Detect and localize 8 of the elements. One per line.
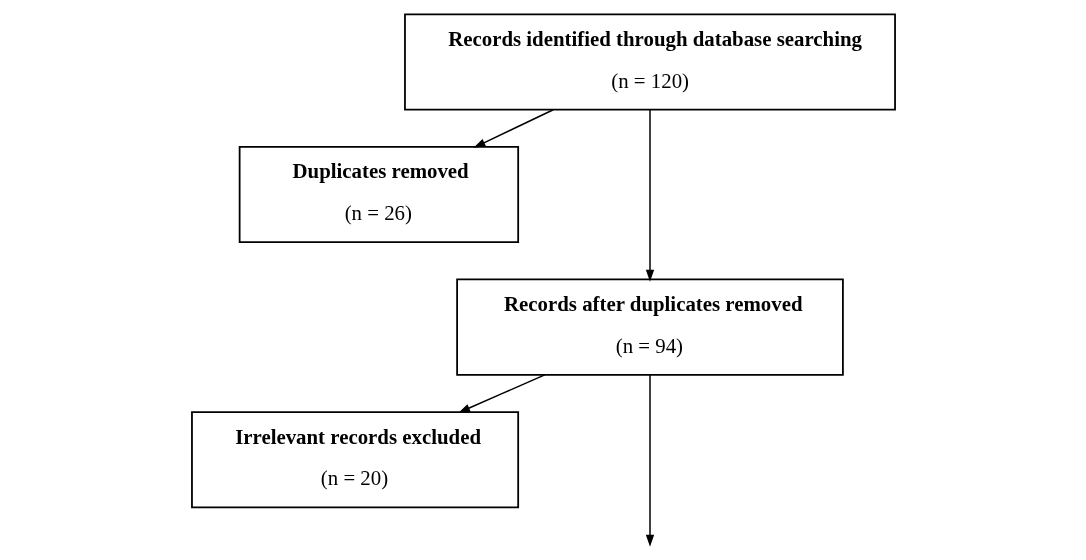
node-box: Duplicates removed (n = 26) <box>238 146 519 244</box>
node-box: Irrelevant records excluded (n = 20) <box>190 411 519 509</box>
node-box: Records identified through database searching (n = 120) <box>403 13 896 111</box>
arrow <box>473 108 554 148</box>
arrow <box>645 109 654 282</box>
node-box: Records after duplicates removed (n = 94) <box>455 278 844 376</box>
arrow <box>645 374 654 547</box>
arrow <box>457 374 546 413</box>
